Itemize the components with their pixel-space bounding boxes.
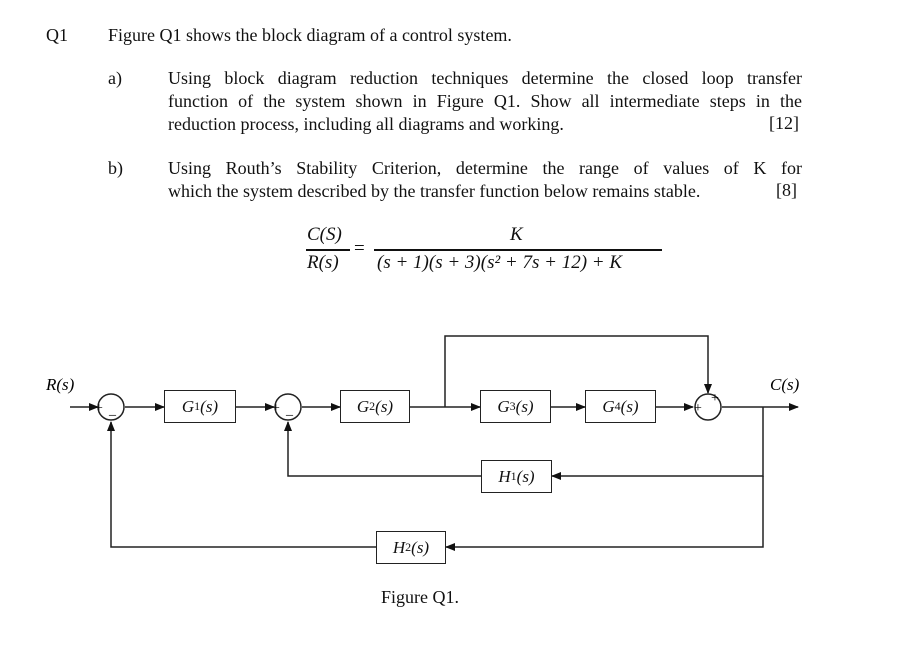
equation-lhs-denominator: R(s)	[307, 252, 339, 273]
question-intro: Figure Q1 shows the block diagram of a c…	[108, 25, 512, 45]
summing-junction-1	[97, 393, 125, 421]
sum1-minus-sign: _	[108, 403, 117, 418]
block-g3-sub: 3	[509, 399, 516, 413]
block-g3-name: G	[497, 396, 510, 416]
h2-feedback-out-line	[107, 421, 376, 548]
block-h2-arg: (s)	[411, 537, 430, 557]
equation-equals: =	[354, 238, 365, 259]
h2-feedback-in-line	[445, 476, 764, 551]
block-g4-sub: 4	[614, 399, 621, 413]
part-a-text: Using block diagram reduction techniques…	[168, 67, 802, 136]
part-a-line-1: Using block diagram reduction techniques…	[168, 68, 802, 88]
block-g4-arg: (s)	[620, 396, 639, 416]
block-g4-name: G	[602, 396, 615, 416]
summing-junction-3	[694, 393, 722, 421]
block-h2-sub: 2	[405, 540, 412, 554]
block-g2-name: G	[356, 396, 370, 416]
block-g3-arg: (s)	[515, 396, 534, 416]
block-g2-arg: (s)	[375, 396, 394, 416]
part-a-line-2: function of the system shown in Figure Q…	[168, 91, 802, 111]
part-a-label: a)	[108, 68, 122, 88]
feedforward-bypass-line	[444, 335, 712, 407]
block-g1-arg: (s)	[200, 396, 219, 416]
sum1-plus-sign: +	[95, 401, 103, 416]
equation-rhs-numerator: K	[510, 224, 523, 245]
equation-rhs-denominator: (s + 1)(s + 3)(s² + 7s + 12) + K	[377, 252, 623, 273]
part-b-line-2: which the system described by the transf…	[168, 181, 701, 201]
sum3-plus-top-sign: +	[711, 391, 719, 406]
sum3-plus-left-sign: +	[694, 401, 702, 416]
part-b-text: Using Routh’s Stability Criterion, deter…	[168, 157, 802, 203]
h1-feedback-out-line	[284, 421, 481, 477]
block-g1-name: G	[181, 396, 195, 416]
output-label: C(s)	[770, 375, 800, 394]
sum2-plus-sign: +	[272, 401, 280, 416]
h1-feedback-in-line	[551, 407, 764, 480]
part-a-line-3: reduction process, including all diagram…	[168, 114, 564, 134]
figure-caption: Figure Q1.	[381, 587, 459, 607]
equation-lhs-fraction-line	[306, 249, 350, 251]
part-b-line-1: Using Routh’s Stability Criterion, deter…	[168, 158, 802, 178]
block-h1-name: H	[498, 466, 511, 486]
equation-rhs-fraction-line	[374, 249, 662, 251]
block-g1-sub: 1	[194, 399, 201, 413]
sum2-minus-sign: _	[285, 403, 294, 418]
input-label: R(s)	[45, 375, 75, 394]
part-b-label: b)	[108, 158, 123, 178]
block-h1-sub: 1	[510, 469, 517, 483]
part-b-marks: [8]	[776, 180, 797, 200]
block-h2-name: H	[392, 537, 406, 557]
question-number: Q1	[46, 25, 68, 45]
block-g2-sub: 2	[369, 399, 376, 413]
summing-junction-2	[274, 393, 302, 421]
block-h1-arg: (s)	[516, 466, 535, 486]
equation-lhs-numerator: C(S)	[307, 224, 342, 245]
part-a-marks: [12]	[769, 113, 799, 133]
